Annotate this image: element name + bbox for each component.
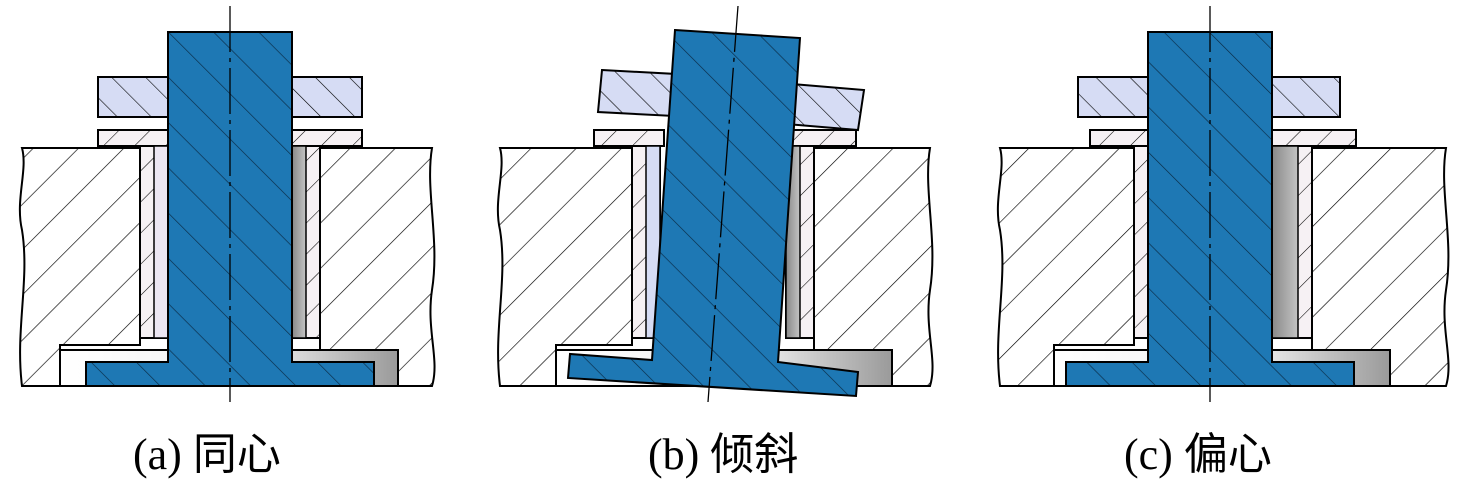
caption-concentric: (a) 同心 <box>133 430 281 479</box>
washer-left <box>596 68 678 118</box>
bushing-right <box>1271 129 1357 147</box>
pin-tilted <box>566 28 860 398</box>
gap-right <box>291 145 307 339</box>
housing-right-block <box>813 147 934 387</box>
caption-tilted: (b) 倾斜 <box>648 430 799 479</box>
gap-left <box>153 145 169 339</box>
housing-right-block <box>319 147 436 387</box>
washer-left <box>1077 76 1151 118</box>
bushing-left <box>97 129 169 147</box>
panel-b-tilted <box>496 5 934 403</box>
washer-right <box>1271 76 1341 118</box>
bushing-right <box>785 129 857 147</box>
washer-right <box>291 76 363 118</box>
centerline-b <box>707 5 739 403</box>
caption-eccentric: (c) 偏心 <box>1124 430 1272 479</box>
housing-left-block <box>18 147 141 387</box>
gap-right <box>1271 145 1299 339</box>
bushing-left <box>593 129 665 147</box>
bushing-right <box>291 129 363 147</box>
washer-right <box>784 82 866 132</box>
panel-a-concentric <box>18 6 436 402</box>
housing-left-block <box>996 147 1135 387</box>
panel-c-eccentric <box>996 6 1450 402</box>
washer-left <box>97 76 169 118</box>
housing-right-block <box>1311 147 1450 387</box>
housing-left-block <box>496 147 633 387</box>
